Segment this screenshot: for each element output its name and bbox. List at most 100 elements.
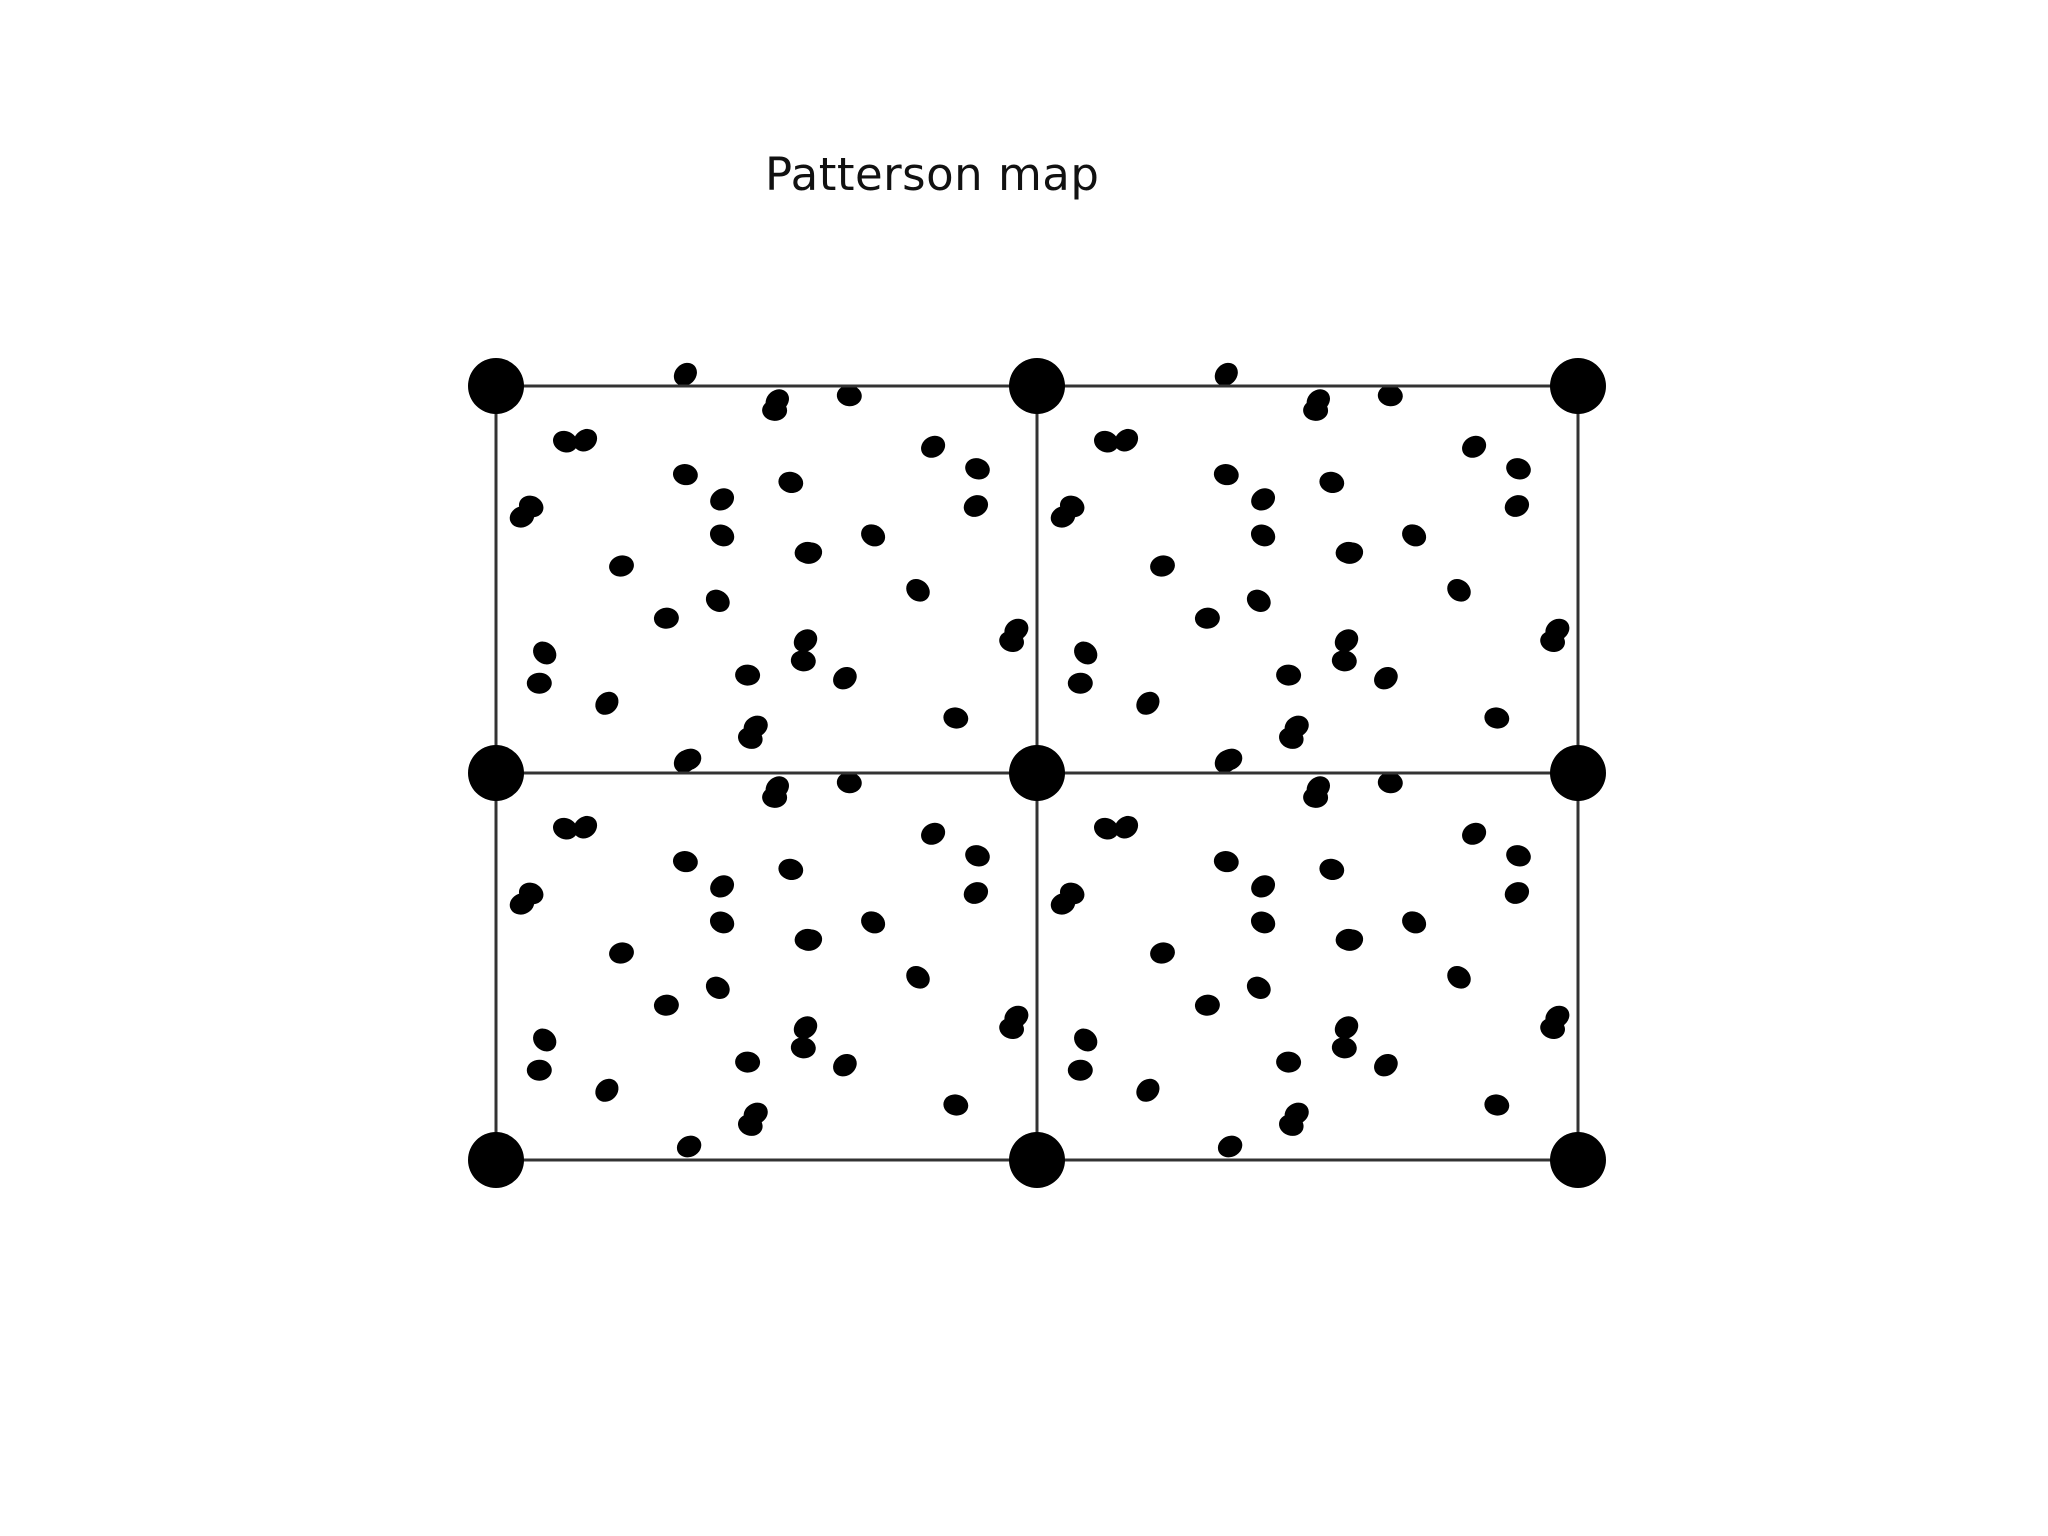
patterson-peak [1334,1016,1359,1039]
patterson-peak [595,1078,619,1102]
patterson-peak [833,666,857,690]
patterson-peak [710,875,735,898]
patterson-peak [1540,630,1565,653]
patterson-peak [609,942,634,964]
patterson-peak [1335,541,1361,563]
patterson-peak [1246,976,1271,999]
origin-peak [1009,358,1065,414]
patterson-peak [1402,911,1427,934]
patterson-peak [672,464,698,486]
origin-peak [1550,745,1606,801]
patterson-peak [1331,650,1357,672]
patterson-peak [1213,851,1239,873]
patterson-peak [965,845,990,867]
patterson-peak [1217,1135,1243,1158]
patterson-peak [1504,882,1530,904]
patterson-peak [676,1135,702,1158]
diagram-title: Patterson map [765,148,1100,201]
patterson-peak [1246,589,1271,612]
patterson-peak [1374,1053,1398,1077]
patterson-peak [943,1094,969,1116]
patterson-peak [1374,666,1398,690]
patterson-peak [1331,1037,1357,1059]
patterson-peak [1276,664,1302,686]
origin-peak [468,1132,524,1188]
patterson-peak [672,851,698,873]
patterson-peak [735,1051,761,1073]
patterson-peak [709,911,735,934]
patterson-peak [1074,641,1098,665]
origin-peak [1550,1132,1606,1188]
patterson-peak [765,389,789,413]
patterson-peak [1194,607,1220,629]
patterson-peak [552,430,578,453]
patterson-peak [1194,994,1220,1016]
patterson-peak [1136,1078,1160,1102]
patterson-peak [710,488,735,511]
patterson-peak [1136,691,1160,715]
patterson-peak [737,727,763,749]
patterson-peak [906,966,930,989]
origin-peak [1009,1132,1065,1188]
origin-peak [468,745,524,801]
patterson-peak [833,1053,857,1077]
patterson-peak [1377,772,1403,794]
patterson-peak [609,555,634,577]
patterson-peak [1114,815,1139,839]
patterson-peak [1213,464,1239,486]
patterson-peak [735,664,761,686]
patterson-peak [1251,488,1276,511]
patterson-peak [1050,893,1076,915]
patterson-peak [861,524,886,547]
patterson-peak [709,524,735,547]
patterson-peak [705,589,730,612]
origin-peak [468,358,524,414]
patterson-peak [1150,942,1175,964]
patterson-peak [1462,822,1487,845]
patterson-peak [1462,435,1487,458]
patterson-peak [836,385,862,407]
patterson-peak [1506,845,1531,867]
origin-peak [1009,745,1065,801]
patterson-peak [861,911,886,934]
patterson-peak [836,772,862,794]
patterson-peak [1319,471,1345,494]
patterson-peak [573,428,598,452]
patterson-peak [778,858,804,881]
patterson-peak [673,362,697,386]
patterson-peak [526,672,552,694]
patterson-peak [1093,430,1119,453]
patterson-peak [552,817,578,840]
patterson-peak [705,976,730,999]
patterson-peak [1093,817,1119,840]
patterson-peak [1250,524,1276,547]
patterson-peak [999,1017,1024,1040]
patterson-peak [1276,1051,1302,1073]
patterson-peak [1306,389,1330,413]
patterson-peak [737,1114,763,1136]
patterson-peak [533,1028,557,1052]
patterson-peak [1050,506,1076,528]
patterson-peak [963,495,989,517]
patterson-peak [1150,555,1175,577]
patterson-peak [921,822,946,845]
patterson-peak [1447,966,1471,989]
patterson-peak [653,994,679,1016]
patterson-peak [573,815,598,839]
patterson-peak [1067,672,1093,694]
patterson-peak [778,471,804,494]
origin-peaks [468,358,1606,1188]
patterson-peak [509,506,535,528]
patterson-peak [1402,524,1427,547]
patterson-peak [1504,495,1530,517]
patterson-peak [906,579,930,602]
patterson-peak [921,435,946,458]
patterson-peak [1540,1017,1565,1040]
patterson-peak [1506,458,1531,480]
cell-peaks [509,362,1570,1158]
patterson-peak [943,707,969,729]
patterson-peak [1377,385,1403,407]
patterson-peak [965,458,990,480]
patterson-peak [653,607,679,629]
